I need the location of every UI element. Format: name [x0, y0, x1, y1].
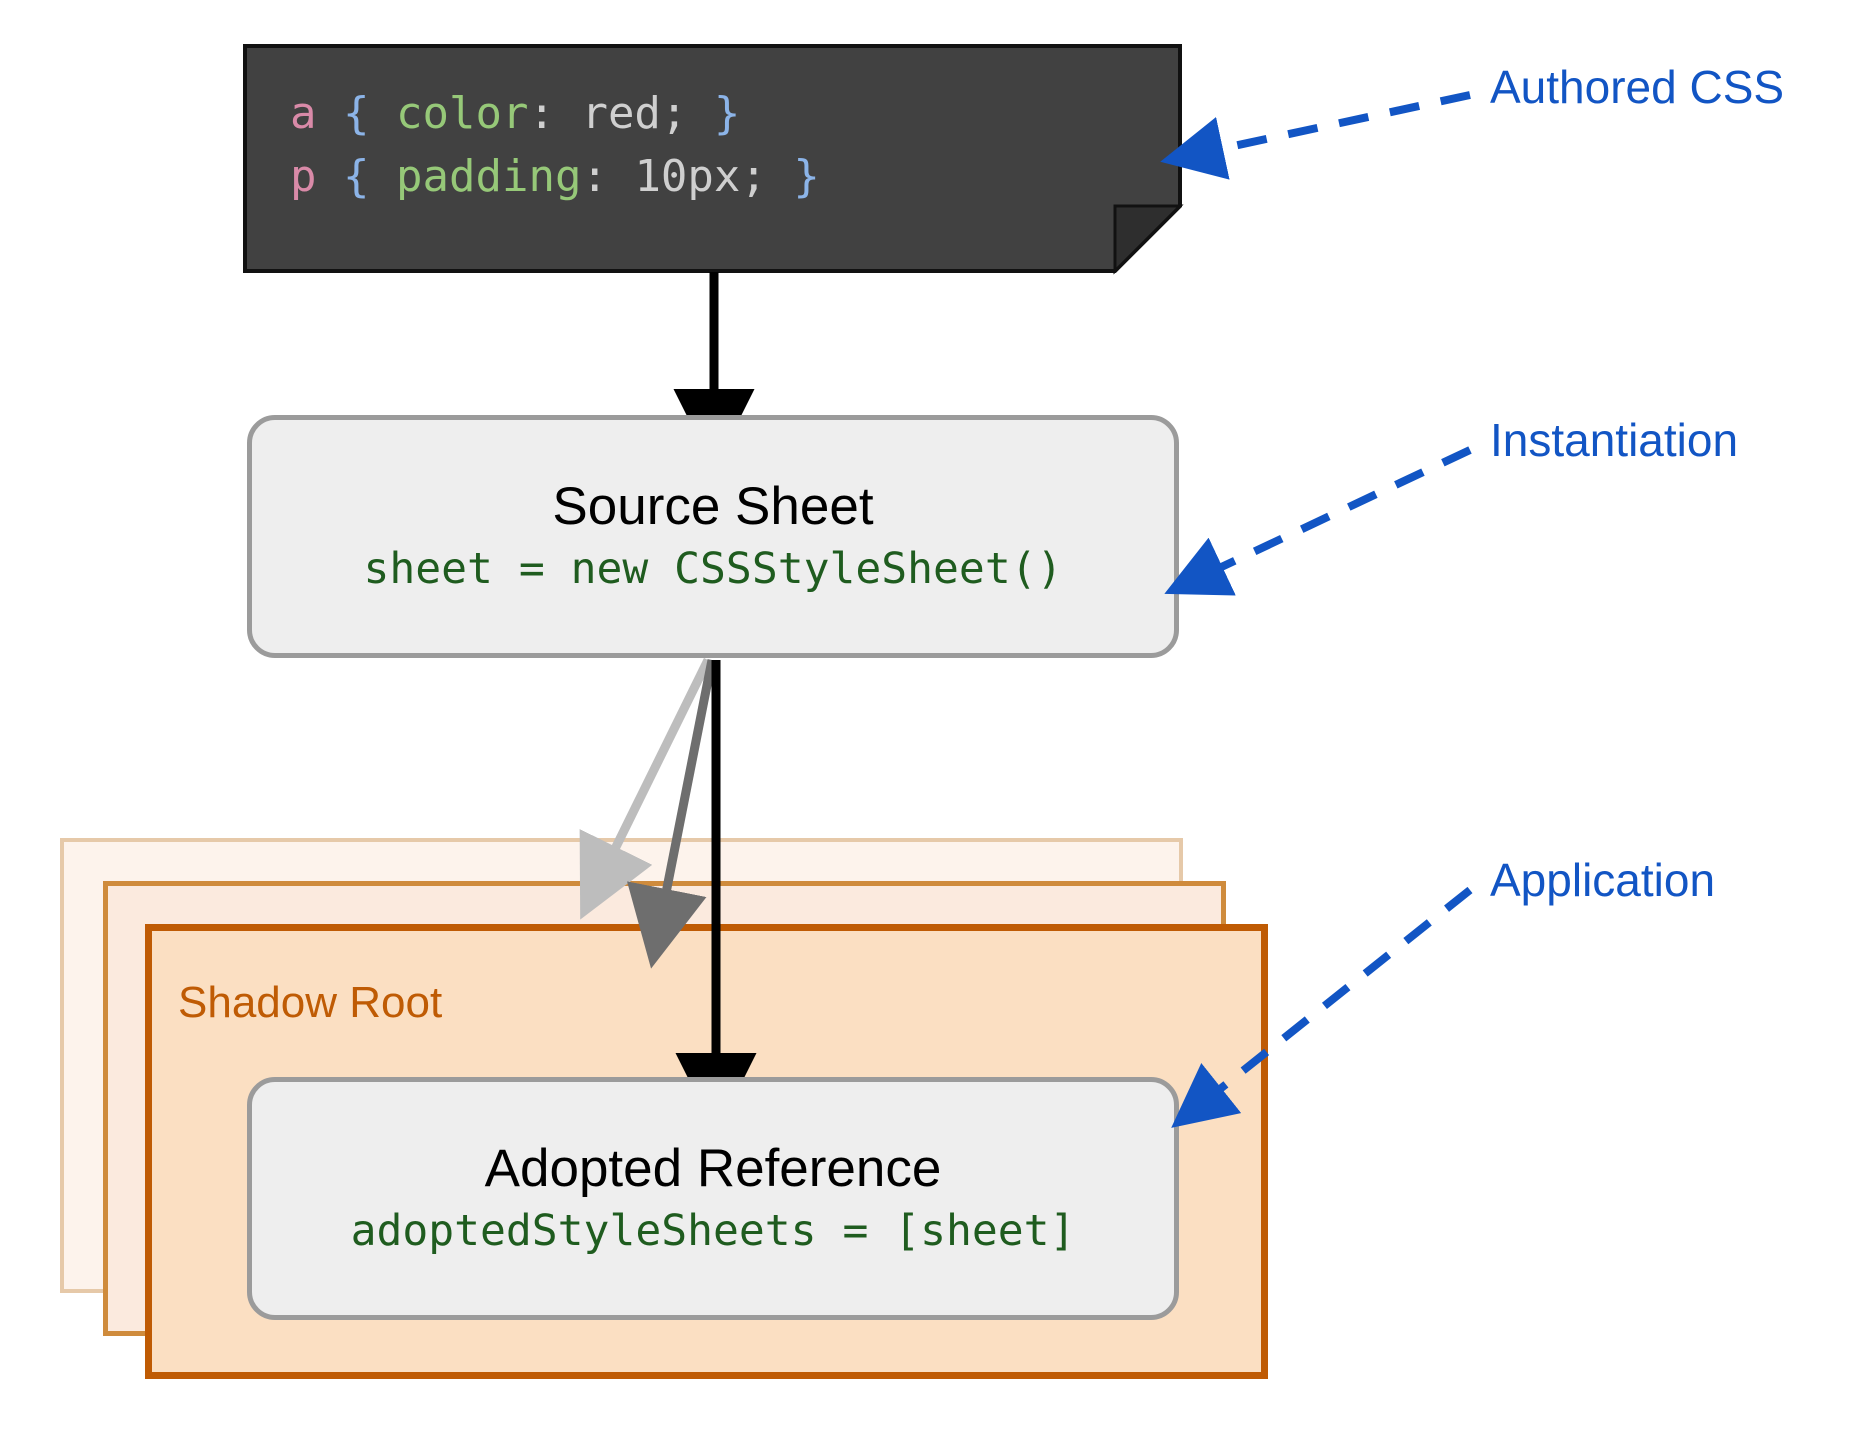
callout-label-instantiation: Instantiation — [1490, 414, 1739, 466]
css-close-brace-2: } — [793, 151, 820, 202]
code-snippet-text: a { color: red; } p { padding: 10px; } — [290, 82, 820, 208]
leader-instantiation — [1164, 446, 1472, 596]
css-property-padding: padding — [396, 151, 582, 202]
callout-label-authored-css: Authored CSS — [1490, 61, 1785, 113]
leader-application — [1171, 886, 1473, 1128]
css-selector-p: p — [290, 151, 317, 202]
css-close-brace-1: } — [713, 88, 741, 139]
authored-css-note: a { color: red; } p { padding: 10px; } — [243, 44, 1184, 275]
arrow-source-to-shadow-root-back — [579, 658, 713, 920]
callout-label-application: Application — [1490, 854, 1716, 906]
css-colon-1: : — [528, 88, 555, 139]
css-value-red: red; — [581, 88, 688, 139]
arrow-source-to-shadow-root-middle — [627, 659, 717, 969]
css-selector-a: a — [290, 88, 317, 139]
source-sheet-title: Source Sheet — [552, 476, 874, 536]
adopted-reference-code: adoptedStyleSheets = [sheet] — [350, 1206, 1076, 1257]
code-note-shape — [243, 44, 1184, 275]
css-open-brace-2: { — [343, 151, 370, 202]
css-value-10px: 10px; — [634, 151, 767, 202]
css-open-brace-1: { — [343, 88, 370, 139]
shadow-root-label: Shadow Root — [178, 978, 443, 1027]
css-property-color: color — [396, 88, 529, 139]
source-sheet-code: sheet = new CSSStyleSheet() — [363, 544, 1063, 595]
adopted-reference-title: Adopted Reference — [484, 1138, 942, 1198]
leader-authored-css — [1160, 91, 1471, 180]
note-folded-corner — [1113, 204, 1184, 275]
css-colon-2: : — [581, 151, 608, 202]
